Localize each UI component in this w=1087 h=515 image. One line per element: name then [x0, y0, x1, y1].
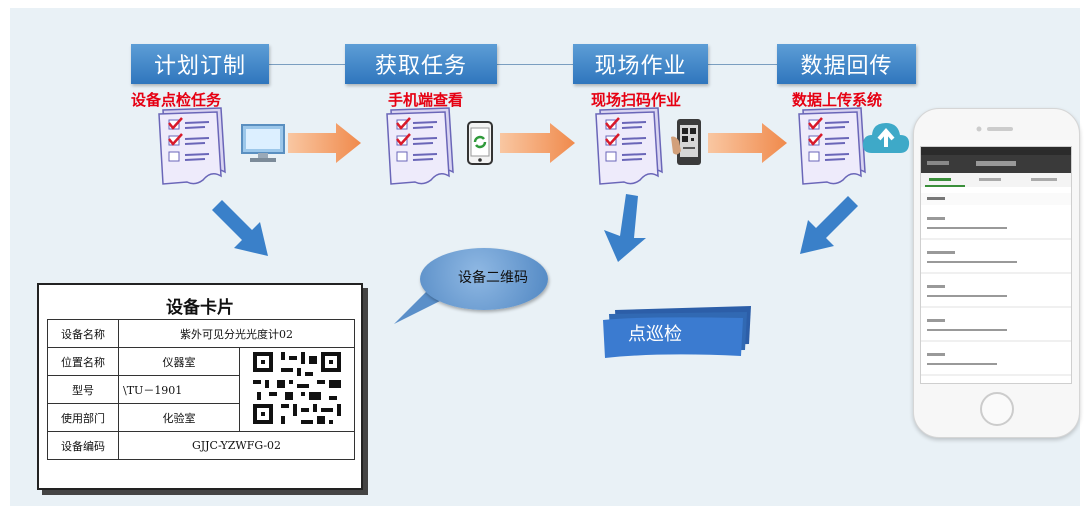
card-value: 仪器室 — [118, 347, 240, 376]
phone-home-button — [980, 392, 1014, 426]
patrol-stack — [603, 306, 751, 358]
card-value: \TU－1901 — [118, 375, 240, 404]
checklist-icon — [798, 107, 866, 185]
equipment-card: 设备卡片 设备名称 紫外可见分光光度计02 位置名称 仪器室 — [37, 283, 363, 490]
table-row: 设备编码 GJJC-YZWFG-02 — [47, 431, 355, 460]
stage-box-data-return: 数据回传 — [777, 44, 916, 84]
flow-arrow-down-left — [800, 196, 858, 254]
card-table: 设备名称 紫外可见分光光度计02 位置名称 仪器室 — [47, 319, 355, 460]
phone-app-screen — [921, 147, 1071, 376]
card-label: 设备编码 — [47, 431, 119, 460]
flow-arrow-right — [500, 123, 575, 163]
table-row: 设备名称 紫外可见分光光度计02 — [47, 319, 355, 348]
stage-box-field-work: 现场作业 — [573, 44, 708, 84]
flow-arrow-down-right — [212, 200, 268, 256]
card-label: 型号 — [47, 375, 119, 404]
card-value: GJJC-YZWFG-02 — [118, 431, 355, 460]
card-value: 化验室 — [118, 403, 240, 432]
stage-box-get-task: 获取任务 — [345, 44, 497, 84]
qr-scan-phone-icon — [671, 119, 701, 165]
callout-bubble — [420, 248, 548, 310]
checklist-icon — [386, 107, 454, 185]
card-value: 紫外可见分光光度计02 — [118, 319, 355, 348]
flow-arrow-right — [288, 123, 361, 163]
stage-subtitle-plan: 设备点检任务 — [131, 91, 222, 109]
card-label: 设备名称 — [47, 319, 119, 348]
cloud-upload-icon — [862, 123, 910, 153]
qr-code-icon — [249, 348, 345, 428]
checklist-icon — [158, 107, 226, 185]
stage-connector — [268, 64, 352, 65]
callout-text: 设备二维码 — [458, 270, 528, 286]
computer-icon — [241, 124, 285, 162]
card-label: 位置名称 — [47, 347, 119, 376]
phone-screen — [920, 146, 1072, 384]
stage-subtitle-get-task: 手机端查看 — [388, 91, 464, 109]
phone-speaker — [976, 126, 1013, 132]
qr-code-cell — [239, 347, 355, 432]
card-label: 使用部门 — [47, 403, 119, 432]
table-row: 型号 \TU－1901 — [47, 375, 355, 404]
flow-arrow-down-left — [604, 194, 646, 262]
table-row: 位置名称 仪器室 — [47, 347, 355, 432]
patrol-label: 点巡检 — [628, 324, 682, 345]
stage-subtitle-field-work: 现场扫码作业 — [591, 91, 682, 109]
flow-arrow-right — [708, 123, 787, 163]
checklist-icon — [595, 107, 663, 185]
card-title: 设备卡片 — [166, 298, 234, 318]
stage-subtitle-data-return: 数据上传系统 — [792, 91, 883, 109]
stage-connector — [496, 64, 574, 65]
stage-connector — [707, 64, 777, 65]
smartphone-icon — [467, 121, 493, 165]
stage-box-plan: 计划订制 — [131, 44, 269, 84]
